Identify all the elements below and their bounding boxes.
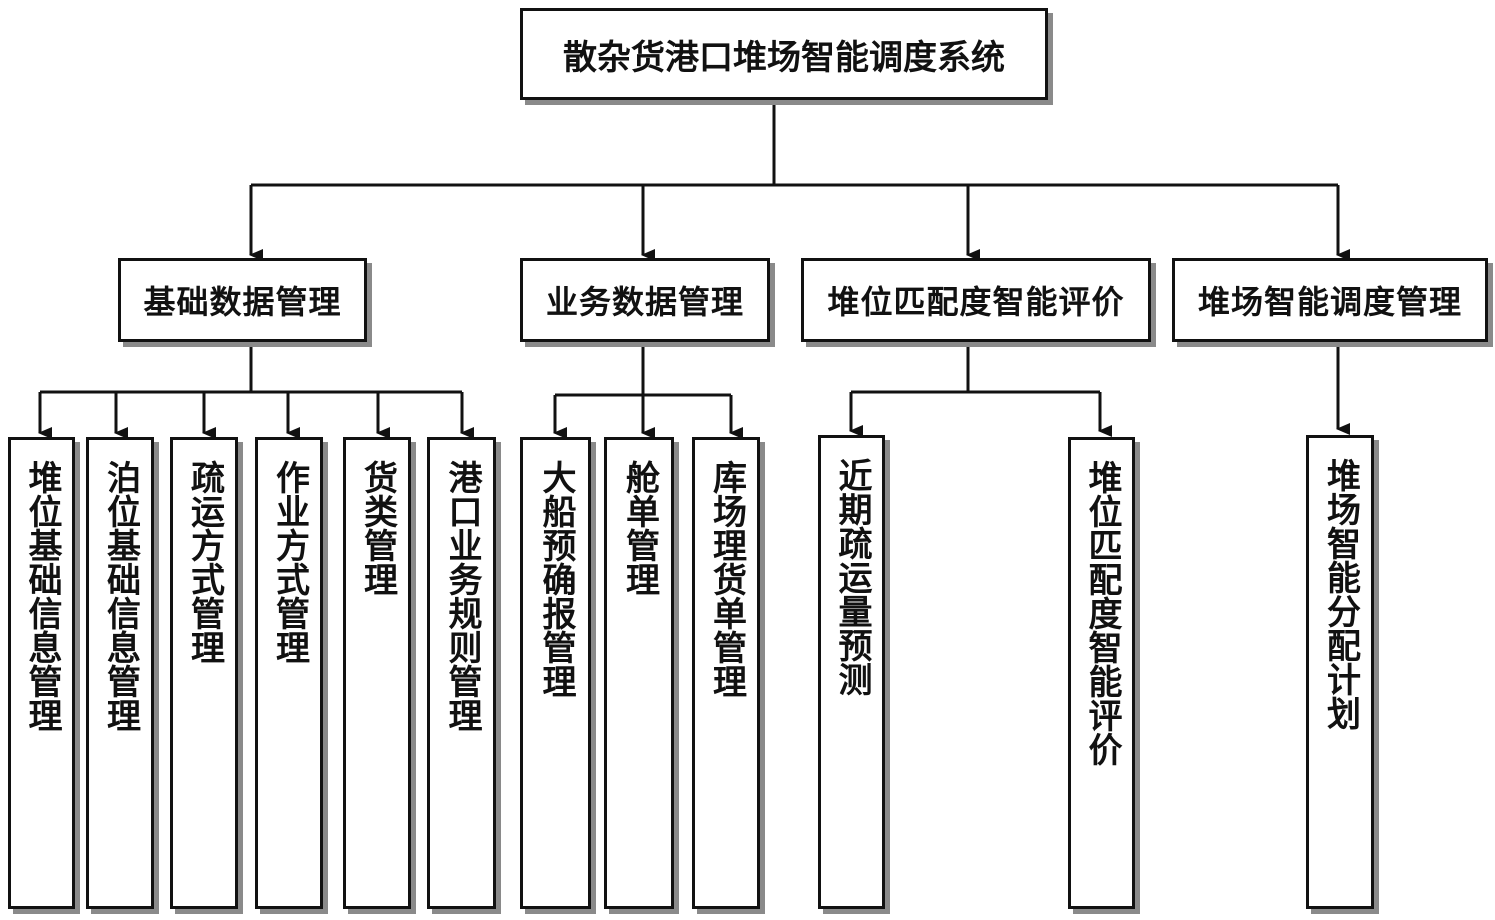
leaf-stack-matching-evaluation: 堆位匹配度智能评价: [1068, 437, 1135, 909]
leaf-label: 大船预确报管理: [536, 460, 576, 698]
node-label: 基础数据管理: [143, 283, 342, 321]
node-base-data-management: 基础数据管理: [118, 258, 367, 342]
leaf-port-business-rules: 港口业务规则管理: [427, 437, 496, 909]
node-label: 堆位匹配度智能评价: [827, 283, 1125, 321]
leaf-label: 库场理货单管理: [706, 460, 747, 698]
leaf-label: 堆位基础信息管理: [22, 460, 62, 732]
node-label: 堆场智能调度管理: [1197, 283, 1462, 321]
leaf-transport-volume-forecast: 近期疏运量预测: [818, 435, 885, 909]
leaf-label: 泊位基础信息管理: [100, 460, 141, 732]
node-stack-matching-evaluation: 堆位匹配度智能评价: [801, 258, 1151, 342]
leaf-label: 作业方式管理: [269, 460, 310, 664]
leaf-transport-mode: 疏运方式管理: [170, 437, 238, 909]
leaf-yard-allocation-plan: 堆场智能分配计划: [1306, 435, 1374, 909]
leaf-cargo-type: 货类管理: [343, 437, 411, 909]
leaf-manifest: 舱单管理: [604, 437, 674, 909]
leaf-vessel-pre-report: 大船预确报管理: [520, 437, 591, 909]
leaf-label: 堆位匹配度智能评价: [1082, 460, 1122, 766]
node-label: 业务数据管理: [545, 283, 744, 321]
leaf-label: 舱单管理: [619, 460, 660, 596]
root-node-label: 散杂货港口堆场智能调度系统: [563, 37, 1005, 78]
leaf-label: 堆场智能分配计划: [1320, 458, 1361, 730]
leaf-operation-mode: 作业方式管理: [255, 437, 323, 909]
leaf-berth-basic-info: 泊位基础信息管理: [86, 437, 154, 909]
leaf-label: 近期疏运量预测: [832, 458, 872, 696]
node-business-data-management: 业务数据管理: [520, 258, 770, 342]
leaf-stack-basic-info: 堆位基础信息管理: [8, 437, 75, 909]
root-node: 散杂货港口堆场智能调度系统: [520, 8, 1048, 100]
leaf-label: 货类管理: [357, 460, 398, 596]
node-yard-scheduling-management: 堆场智能调度管理: [1172, 258, 1488, 342]
leaf-yard-tally-sheet: 库场理货单管理: [692, 437, 760, 909]
leaf-label: 港口业务规则管理: [442, 460, 482, 732]
leaf-label: 疏运方式管理: [184, 460, 225, 664]
